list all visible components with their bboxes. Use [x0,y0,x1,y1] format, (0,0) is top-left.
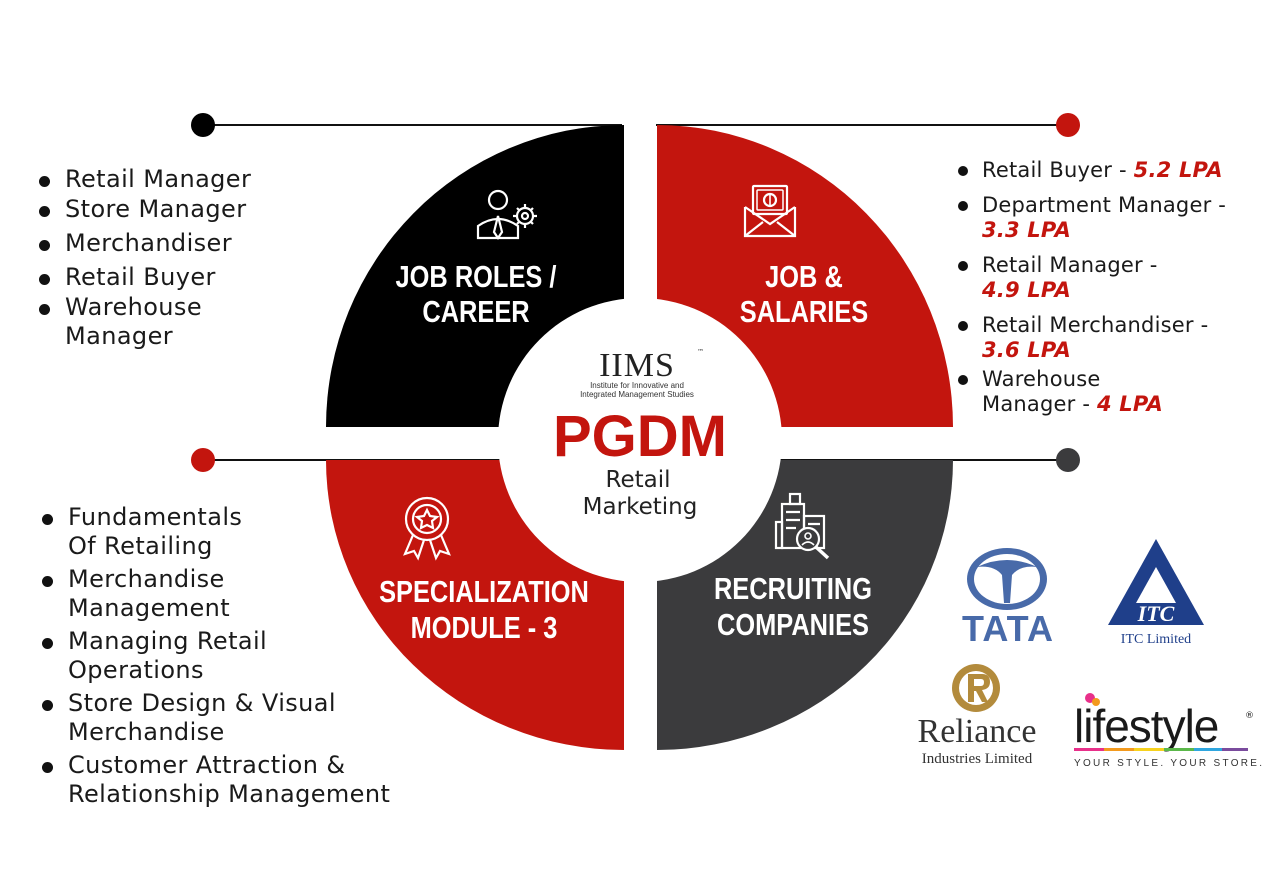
salary-role: Department Manager - [982,193,1227,217]
salary-amount: 5.2 LPA [1133,158,1223,182]
lifestyle-registered-mark: ® [1245,711,1254,721]
reliance-caption: Industries Limited [922,751,1033,767]
connector-dot-red [191,448,215,472]
specialization-title-line2: MODULE - 3 [411,611,558,646]
iims-brand: IIMS [599,347,675,384]
lifestyle-tagline: YOUR STYLE. YOUR STORE. [1074,758,1262,769]
connector-dot-gray [1056,448,1080,472]
specialization-line1: Retail [606,467,671,493]
list-item: Retail Buyer [39,263,289,292]
list-item: Warehouse Manager - 4 LPA [958,367,1182,417]
itc-caption: ITC Limited [1121,632,1191,647]
businessman-gear-icon [476,189,537,240]
connector-dot-black [191,113,215,137]
salary-role: Retail Manager - [982,253,1158,277]
list-item: Customer Attraction & Relationship Manag… [42,751,428,809]
iims-subtitle-line2: Integrated Management Studies [580,390,694,399]
recruiting-title-line2: COMPANIES [717,608,869,643]
iims-subtitle-line1: Institute for Innovative and [590,381,684,390]
salary-amount: 4.9 LPA [982,278,1072,302]
itc-emblem-icon: ITC ITC Limited [1108,539,1204,647]
salary-amount: 4 LPA [1096,392,1164,416]
lifestyle-emblem-icon: lifestyle ® YOUR STYLE. YOUR STORE. [1074,693,1262,769]
recruiting-title-line1: RECRUITING [714,572,872,607]
job-roles-title-line1: JOB ROLES / [396,260,557,295]
list-item: Retail Manager [39,165,289,194]
list-item: Fundamentals Of Retailing [42,503,268,561]
tata-emblem-icon: TATA [962,548,1054,649]
salary-role: Retail Merchandiser - [982,313,1209,337]
list-item: Store Design & Visual Merchandise [42,689,358,747]
program-title: PGDM [553,404,727,469]
tata-wordmark: TATA [962,608,1054,645]
specialization-list: Fundamentals Of Retailing Merchandise Ma… [42,503,442,813]
tata-logo: TATA [950,545,1070,649]
building-search-icon [774,492,830,560]
center-circle [498,298,782,582]
job-roles-title-line2: CAREER [422,295,529,330]
salary-amount: 3.6 LPA [982,338,1072,362]
salary-role: Warehouse Manager - [982,367,1101,416]
money-envelope-icon [743,184,797,238]
connector-dot-red [1056,113,1080,137]
list-item: Merchandise Management [42,565,268,623]
job-salaries-title-line2: SALARIES [740,295,868,330]
itc-wordmark: ITC [1137,601,1175,626]
list-item: Warehouse Manager [39,293,235,351]
list-item: Department Manager - 3.3 LPA [958,193,1244,243]
lifestyle-logo: lifestyle ® YOUR STYLE. YOUR STORE. [1072,688,1262,774]
list-item: Managing Retail Operations [42,627,298,685]
iims-trademark: ™ [697,348,704,356]
salary-role: Retail Buyer - [982,158,1134,182]
salaries-list: Retail Buyer - 5.2 LPA Department Manage… [958,158,1258,427]
specialization-title-line1: SPECIALIZATION [379,575,589,610]
job-roles-list: Retail Manager Store Manager Merchandise… [39,165,289,352]
list-item: Retail Merchandiser - 3.6 LPA [958,313,1252,363]
reliance-logo: Reliance Industries Limited [902,660,1062,770]
lifestyle-wordmark: lifestyle [1074,700,1218,752]
list-item: Store Manager [39,195,289,224]
reliance-emblem-icon: Reliance Industries Limited [918,664,1037,767]
job-salaries-title-line1: JOB & [765,260,843,295]
list-item: Retail Buyer - 5.2 LPA [958,158,1258,183]
reliance-wordmark: Reliance [918,713,1037,750]
award-badge-icon [403,496,451,561]
list-item: Merchandiser [39,229,289,258]
salary-amount: 3.3 LPA [982,218,1072,242]
itc-logo: ITC ITC Limited [1104,537,1208,647]
specialization-line2: Marketing [583,494,698,520]
list-item: Retail Manager - 4.9 LPA [958,253,1197,303]
